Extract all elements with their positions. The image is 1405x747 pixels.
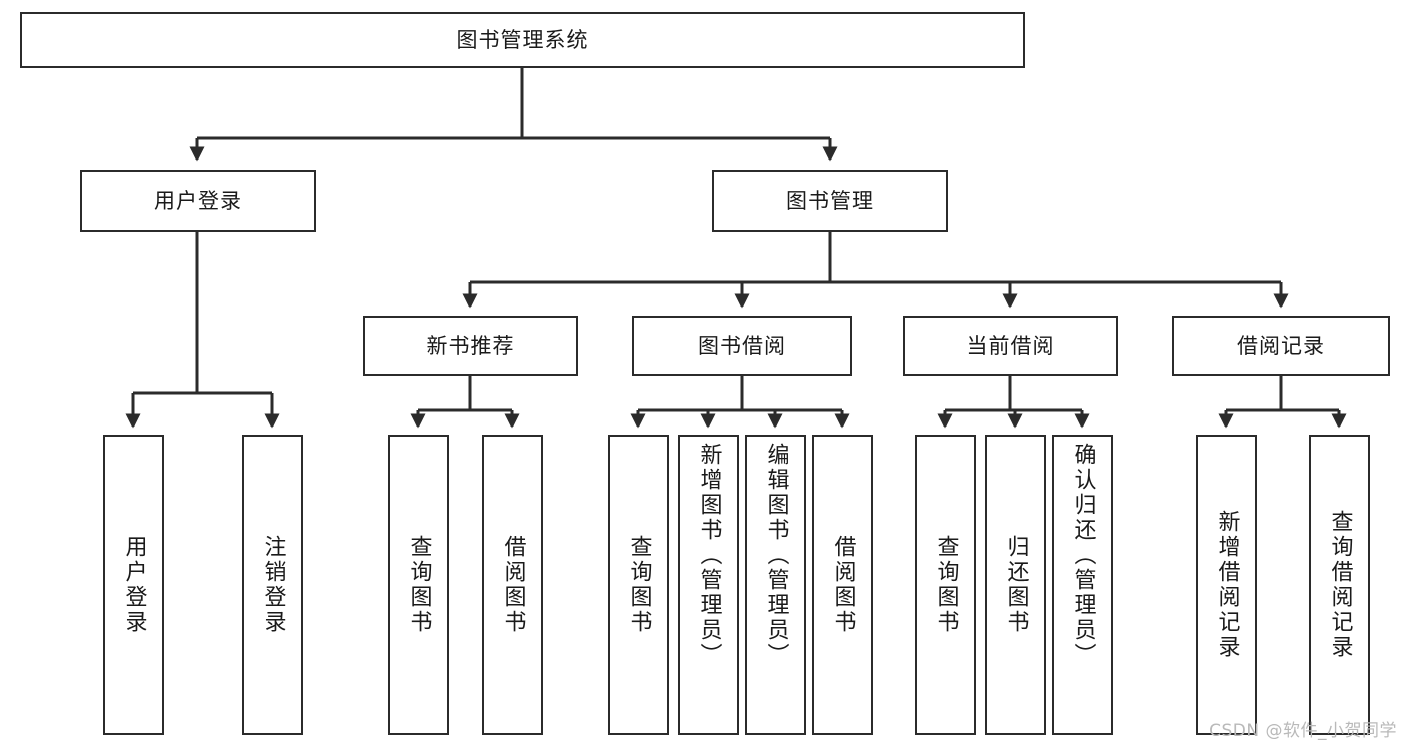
node-leaf-return-book-label: 归还图书 [1003, 535, 1029, 635]
watermark: CSDN @软件_小贺同学 [1209, 721, 1397, 741]
node-new-book-recommend[interactable]: 新书推荐 [363, 316, 578, 376]
node-leaf-confirm-return-label: 确认归还（管理员） [1070, 443, 1096, 668]
node-leaf-confirm-return[interactable]: 确认归还（管理员） [1052, 435, 1113, 735]
node-leaf-add-book-label: 新增图书（管理员） [696, 443, 722, 668]
node-leaf-add-borrow-record-label: 新增借阅记录 [1214, 510, 1240, 660]
node-book-borrow-label: 图书借阅 [698, 333, 786, 358]
node-current-borrow[interactable]: 当前借阅 [903, 316, 1118, 376]
node-leaf-borrow-book-label: 借阅图书 [830, 535, 856, 635]
node-root-label: 图书管理系统 [456, 27, 589, 52]
node-current-borrow-label: 当前借阅 [966, 333, 1055, 358]
node-leaf-user-logout[interactable]: 注销登录 [242, 435, 303, 735]
node-leaf-query-borrow-record[interactable]: 查询借阅记录 [1309, 435, 1370, 735]
node-leaf-query-book-borrow-label: 查询图书 [626, 535, 652, 635]
node-leaf-borrow-book[interactable]: 借阅图书 [812, 435, 873, 735]
node-book-manage-label: 图书管理 [786, 188, 874, 213]
node-user-login-label: 用户登录 [154, 188, 242, 213]
node-leaf-user-login-label: 用户登录 [121, 535, 147, 635]
node-leaf-edit-book[interactable]: 编辑图书（管理员） [745, 435, 806, 735]
node-leaf-user-logout-label: 注销登录 [260, 535, 286, 635]
node-leaf-add-borrow-record[interactable]: 新增借阅记录 [1196, 435, 1257, 735]
node-leaf-query-book-recommend[interactable]: 查询图书 [388, 435, 449, 735]
node-leaf-borrow-book-recommend[interactable]: 借阅图书 [482, 435, 543, 735]
node-leaf-query-book-recommend-label: 查询图书 [406, 535, 432, 635]
node-borrow-records[interactable]: 借阅记录 [1172, 316, 1390, 376]
node-leaf-query-book-borrow[interactable]: 查询图书 [608, 435, 669, 735]
node-book-borrow[interactable]: 图书借阅 [632, 316, 852, 376]
node-leaf-add-book[interactable]: 新增图书（管理员） [678, 435, 739, 735]
node-leaf-user-login[interactable]: 用户登录 [103, 435, 164, 735]
node-leaf-borrow-book-recommend-label: 借阅图书 [500, 535, 526, 635]
node-leaf-query-book-current-label: 查询图书 [933, 535, 959, 635]
node-leaf-query-book-current[interactable]: 查询图书 [915, 435, 976, 735]
node-root[interactable]: 图书管理系统 [20, 12, 1025, 68]
node-user-login[interactable]: 用户登录 [80, 170, 316, 232]
node-new-book-recommend-label: 新书推荐 [426, 333, 515, 358]
node-leaf-return-book[interactable]: 归还图书 [985, 435, 1046, 735]
node-borrow-records-label: 借阅记录 [1237, 333, 1325, 358]
node-book-manage[interactable]: 图书管理 [712, 170, 948, 232]
node-leaf-edit-book-label: 编辑图书（管理员） [763, 443, 789, 668]
node-leaf-query-borrow-record-label: 查询借阅记录 [1327, 510, 1353, 660]
